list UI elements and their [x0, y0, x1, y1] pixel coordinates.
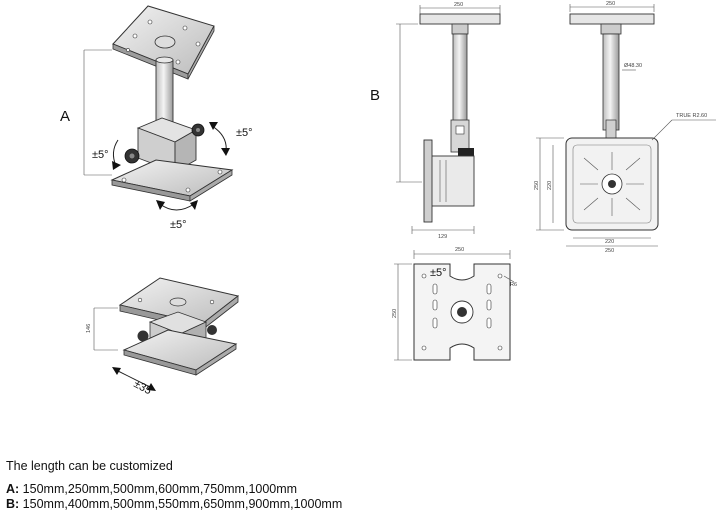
dim-top-width: 250 — [454, 2, 463, 8]
plan-view — [394, 250, 515, 361]
caption-a-values: 150mm,250mm,500mm,600mm,750mm,1000mm — [19, 482, 298, 496]
view-a-label: A — [60, 108, 70, 125]
dim-radius: TRUE R2.60 — [676, 113, 707, 119]
mount-short-illustration — [93, 277, 240, 391]
dim-bottom-height: 250 — [392, 309, 398, 318]
caption-lengths-b: B: 150mm,400mm,500mm,550mm,650mm,900mm,1… — [6, 497, 342, 511]
rotate-label-plan: ±5° — [430, 267, 447, 279]
dim-bottom-width: 250 — [455, 247, 464, 253]
dim-offset: 129 — [438, 234, 447, 240]
caption-b-values: 150mm,400mm,500mm,550mm,650mm,900mm,1000… — [19, 497, 343, 511]
caption-a-key: A: — [6, 482, 20, 496]
mount-a-illustration — [83, 5, 234, 211]
caption-b-key: B: — [6, 497, 20, 511]
caption-title: The length can be customized — [6, 459, 173, 473]
projector-plate-a — [110, 159, 234, 197]
swivel-arrow-short — [115, 369, 153, 389]
rotate-label-short: ±35 — [132, 378, 154, 397]
dim-plate-height: 250 — [534, 181, 540, 190]
view-b-label: B — [370, 87, 380, 104]
dim-slot: R6 — [510, 282, 517, 288]
side-elevation-b — [396, 5, 501, 234]
dim-height-small: 146 — [86, 324, 92, 333]
dim-plate-inner-height: 220 — [547, 181, 553, 190]
dim-plate-width: 250 — [605, 248, 614, 254]
rotate-label-bottom: ±5° — [170, 219, 187, 231]
dim-pipe-diameter: Ø48.30 — [624, 63, 642, 69]
caption-lengths-a: A: 150mm,250mm,500mm,600mm,750mm,1000mm — [6, 482, 297, 496]
tilt-label-right: ±5° — [236, 127, 253, 139]
dim-plate-inner-width: 220 — [605, 239, 614, 245]
front-elevation — [536, 4, 716, 247]
rotate-arrow-bottom-a — [159, 203, 195, 211]
tilt-label-left: ±5° — [92, 149, 109, 161]
dim-top-width-front: 250 — [606, 1, 615, 7]
